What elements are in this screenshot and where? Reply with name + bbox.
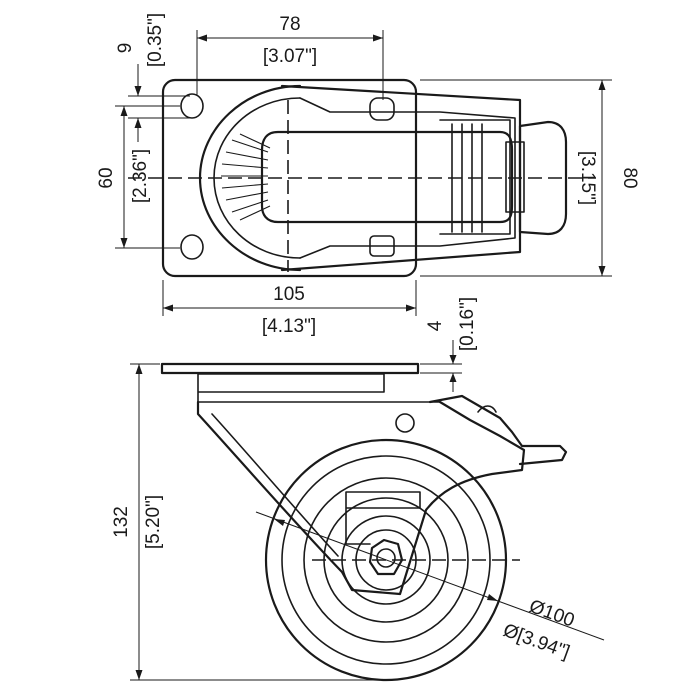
side-plate <box>160 362 420 375</box>
swivel-bearing <box>197 373 441 403</box>
axle-lug-bottom <box>369 235 395 257</box>
dim-60-inch: [2.36"] <box>130 149 151 203</box>
dim-4-value: 4 <box>425 320 446 331</box>
dim-132-inch: [5.20"] <box>143 495 164 549</box>
brake-pedal-tab <box>505 141 525 213</box>
dim-60: 60 [2.36"] <box>96 105 180 249</box>
brake-lever <box>428 394 568 466</box>
dim-78-inch: [3.07"] <box>263 46 317 67</box>
side-view: 4 [0.16"] 132 [5.20"] Ø100 Ø[3.94"] <box>111 297 605 682</box>
fork-leg <box>196 400 526 596</box>
brake-pedal-top <box>518 120 568 236</box>
swivel-pin <box>395 413 415 433</box>
fork-leg-inner <box>211 413 339 557</box>
dim-132: 132 [5.20"] <box>111 363 388 681</box>
top-view: 78 [3.07"] 9 [0.35"] 60 [2.36"] <box>96 13 640 337</box>
dim-9: 9 [0.35"] <box>115 13 190 142</box>
dim-9-value: 9 <box>115 43 136 54</box>
axle-lug-top <box>369 97 395 121</box>
dim-105: 105 [4.13"] <box>162 280 417 337</box>
dim-9-inch: [0.35"] <box>145 13 166 67</box>
dim-105-value: 105 <box>273 284 305 305</box>
fork-plate-detail <box>345 491 421 545</box>
brake-lever-pivot <box>477 405 497 413</box>
dim-80: 80 [3.15"] <box>420 79 640 277</box>
dim-80-inch: [3.15"] <box>577 151 598 205</box>
axle-nut <box>368 538 404 576</box>
dim-132-value: 132 <box>111 506 132 538</box>
dim-80-value: 80 <box>619 167 640 188</box>
dim-4: 4 [0.16"] <box>420 297 478 392</box>
bolt-hole-bottom <box>180 234 204 260</box>
wheel-tread-top <box>260 130 514 224</box>
diameter-leader <box>255 511 605 641</box>
dim-diameter-value: Ø100 <box>526 596 577 632</box>
axle-bolt <box>376 548 396 568</box>
dim-60-value: 60 <box>96 167 117 188</box>
dim-4-inch: [0.16"] <box>457 297 478 351</box>
brake-section-top <box>439 119 511 235</box>
dim-105-inch: [4.13"] <box>262 316 316 337</box>
dim-78-value: 78 <box>279 14 300 35</box>
bolt-hole-top <box>180 93 204 119</box>
dim-78: 78 [3.07"] <box>196 14 384 100</box>
